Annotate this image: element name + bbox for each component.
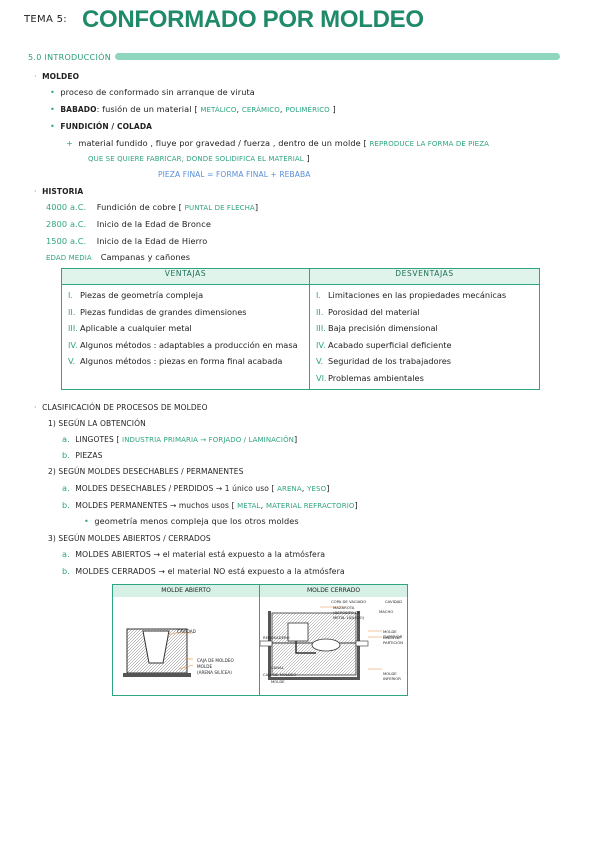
label-metal: METAL LÍQUIDO) xyxy=(333,615,365,620)
label-linea: LÍNEA DE PARTICIÓN xyxy=(383,635,404,645)
clasificacion-s2a: a. MOLDES DESECHABLES / PERDIDOS → 1 úni… xyxy=(62,483,330,493)
label-molde-c: MOLDE xyxy=(271,679,285,684)
clasificacion-s3: 3) SEGÚN MOLDES ABIERTOS / CERRADOS xyxy=(48,534,211,543)
desventajas-header: DESVENTAJAS xyxy=(309,268,540,285)
list-item: III.Aplicable a cualquier metal xyxy=(68,323,192,334)
ventajas-cell: I.Piezas de geometría compleja II.Piezas… xyxy=(61,284,310,390)
list-item: IV.Acabado superficial deficiente xyxy=(316,339,452,350)
molde-cerrado-title: MOLDE CERRADO xyxy=(260,585,407,597)
section-label: 5.0 INTRODUCCIÓN xyxy=(28,53,111,62)
list-item: V.Algunos métodos : piezas en forma fina… xyxy=(68,356,283,367)
label-molde: MOLDE xyxy=(197,664,213,669)
label-caja: CAJA DE MOLDEO xyxy=(197,658,234,663)
clasificacion-s2b-sub: • geometría menos compleja que los otros… xyxy=(84,516,299,526)
list-item: I.Limitaciones en las propiedades mecáni… xyxy=(316,290,507,300)
list-item: III.Baja precisión dimensional xyxy=(316,323,438,334)
label-cavidad: CAVIDAD xyxy=(177,629,196,634)
label-rebosadero: REBOSADERO xyxy=(263,635,290,640)
label-cavidad-c: CAVIDAD xyxy=(385,599,403,604)
desventajas-cell: I.Limitaciones en las propiedades mecáni… xyxy=(309,284,540,390)
clasificacion-s2: 2) SEGÚN MOLDES DESECHABLES / PERMANENTE… xyxy=(48,467,244,476)
list-item: II.Porosidad del material xyxy=(316,306,420,317)
historia-row: 2800 a.C. Inicio de la Edad de Bronce xyxy=(46,219,211,229)
label-mazarota: MAZAROTA xyxy=(333,605,355,610)
molde-figure: MOLDE ABIERTO MOLDE CERRADO CAVIDAD CAJA… xyxy=(112,584,408,696)
molde-abierto-drawing xyxy=(123,628,194,677)
label-sup: MOLDE SUPERIOR xyxy=(383,629,403,639)
molde-heading: · MOLDEO xyxy=(34,71,80,81)
list-item: V.Seguridad de los trabajadores xyxy=(316,356,452,367)
historia-row: EDAD MEDIA Campanas y cañones xyxy=(46,252,191,262)
label-caja-c: CAJA DE MOLDEO xyxy=(263,672,297,677)
molde-sub-1-cont: QUE SE QUIERE FABRICAR, DONDE SOLIDIFICA… xyxy=(88,153,310,163)
label-inferior: MOLDE INFERIOR xyxy=(383,671,401,681)
list-item: VI.Problemas ambientales xyxy=(316,372,424,383)
historia-row: 4000 a.C. Fundición de cobre [ PUNTAL DE… xyxy=(46,202,259,212)
clasificacion-heading: · CLASIFICACIÓN DE PROCESOS DE MOLDEO xyxy=(34,402,208,412)
formula: PIEZA FINAL = FORMA FINAL + REBABA xyxy=(158,170,311,179)
list-item: II.Piezas fundidas de grandes dimensione… xyxy=(68,306,247,317)
molde-item-3: • FUNDICIÓN / COLADA xyxy=(50,121,153,131)
page-title: CONFORMADO POR MOLDEO xyxy=(82,6,424,33)
clasificacion-s2b: b. MOLDES PERMANENTES → muchos usos [ ME… xyxy=(62,500,358,510)
molde-item-2: • BABADO: fusión de un material [ METÁLI… xyxy=(50,104,336,114)
list-item: I.Piezas de geometría compleja xyxy=(68,290,204,300)
molde-abierto-title: MOLDE ABIERTO xyxy=(113,585,259,597)
clasificacion-s1: 1) SEGÚN LA OBTENCIÓN xyxy=(48,419,146,428)
label-canal: CANAL xyxy=(271,665,284,670)
figure-divider xyxy=(259,585,260,695)
clasificacion-s3a: a. MOLDES ABIERTOS → el material está ex… xyxy=(62,549,326,559)
ventajas-header: VENTAJAS xyxy=(61,268,310,285)
clasificacion-s1a: a. LINGOTES [ INDUSTRIA PRIMARIA → FORJA… xyxy=(62,434,298,444)
label-macho: MACHO xyxy=(379,609,394,614)
ventajas-desventajas-table: VENTAJAS DESVENTAJAS I.Piezas de geometr… xyxy=(61,268,540,390)
section-bar xyxy=(115,53,560,60)
tema-label: TEMA 5: xyxy=(24,14,67,25)
clasificacion-s3b: b. MOLDES CERRADOS → el material NO está… xyxy=(62,566,345,576)
molde-sub-1: + material fundido , fluye por gravedad … xyxy=(66,138,489,148)
label-arena: (ARENA SILÍCEA) xyxy=(197,670,232,675)
molde-cerrado-drawing xyxy=(260,606,382,680)
label-deposito: (DEPÓSITO DE xyxy=(333,610,361,615)
historia-heading: · HISTORIA xyxy=(34,186,84,196)
historia-row: 1500 a.C. Inicio de la Edad de Hierro xyxy=(46,236,208,246)
molde-item-1: • proceso de conformado sin arranque de … xyxy=(50,87,255,97)
list-item: IV.Algunos métodos : adaptables a produc… xyxy=(68,339,298,350)
clasificacion-s1b: b. PIEZAS xyxy=(62,450,103,460)
label-copa: COPA DE VACIADO xyxy=(331,599,367,604)
